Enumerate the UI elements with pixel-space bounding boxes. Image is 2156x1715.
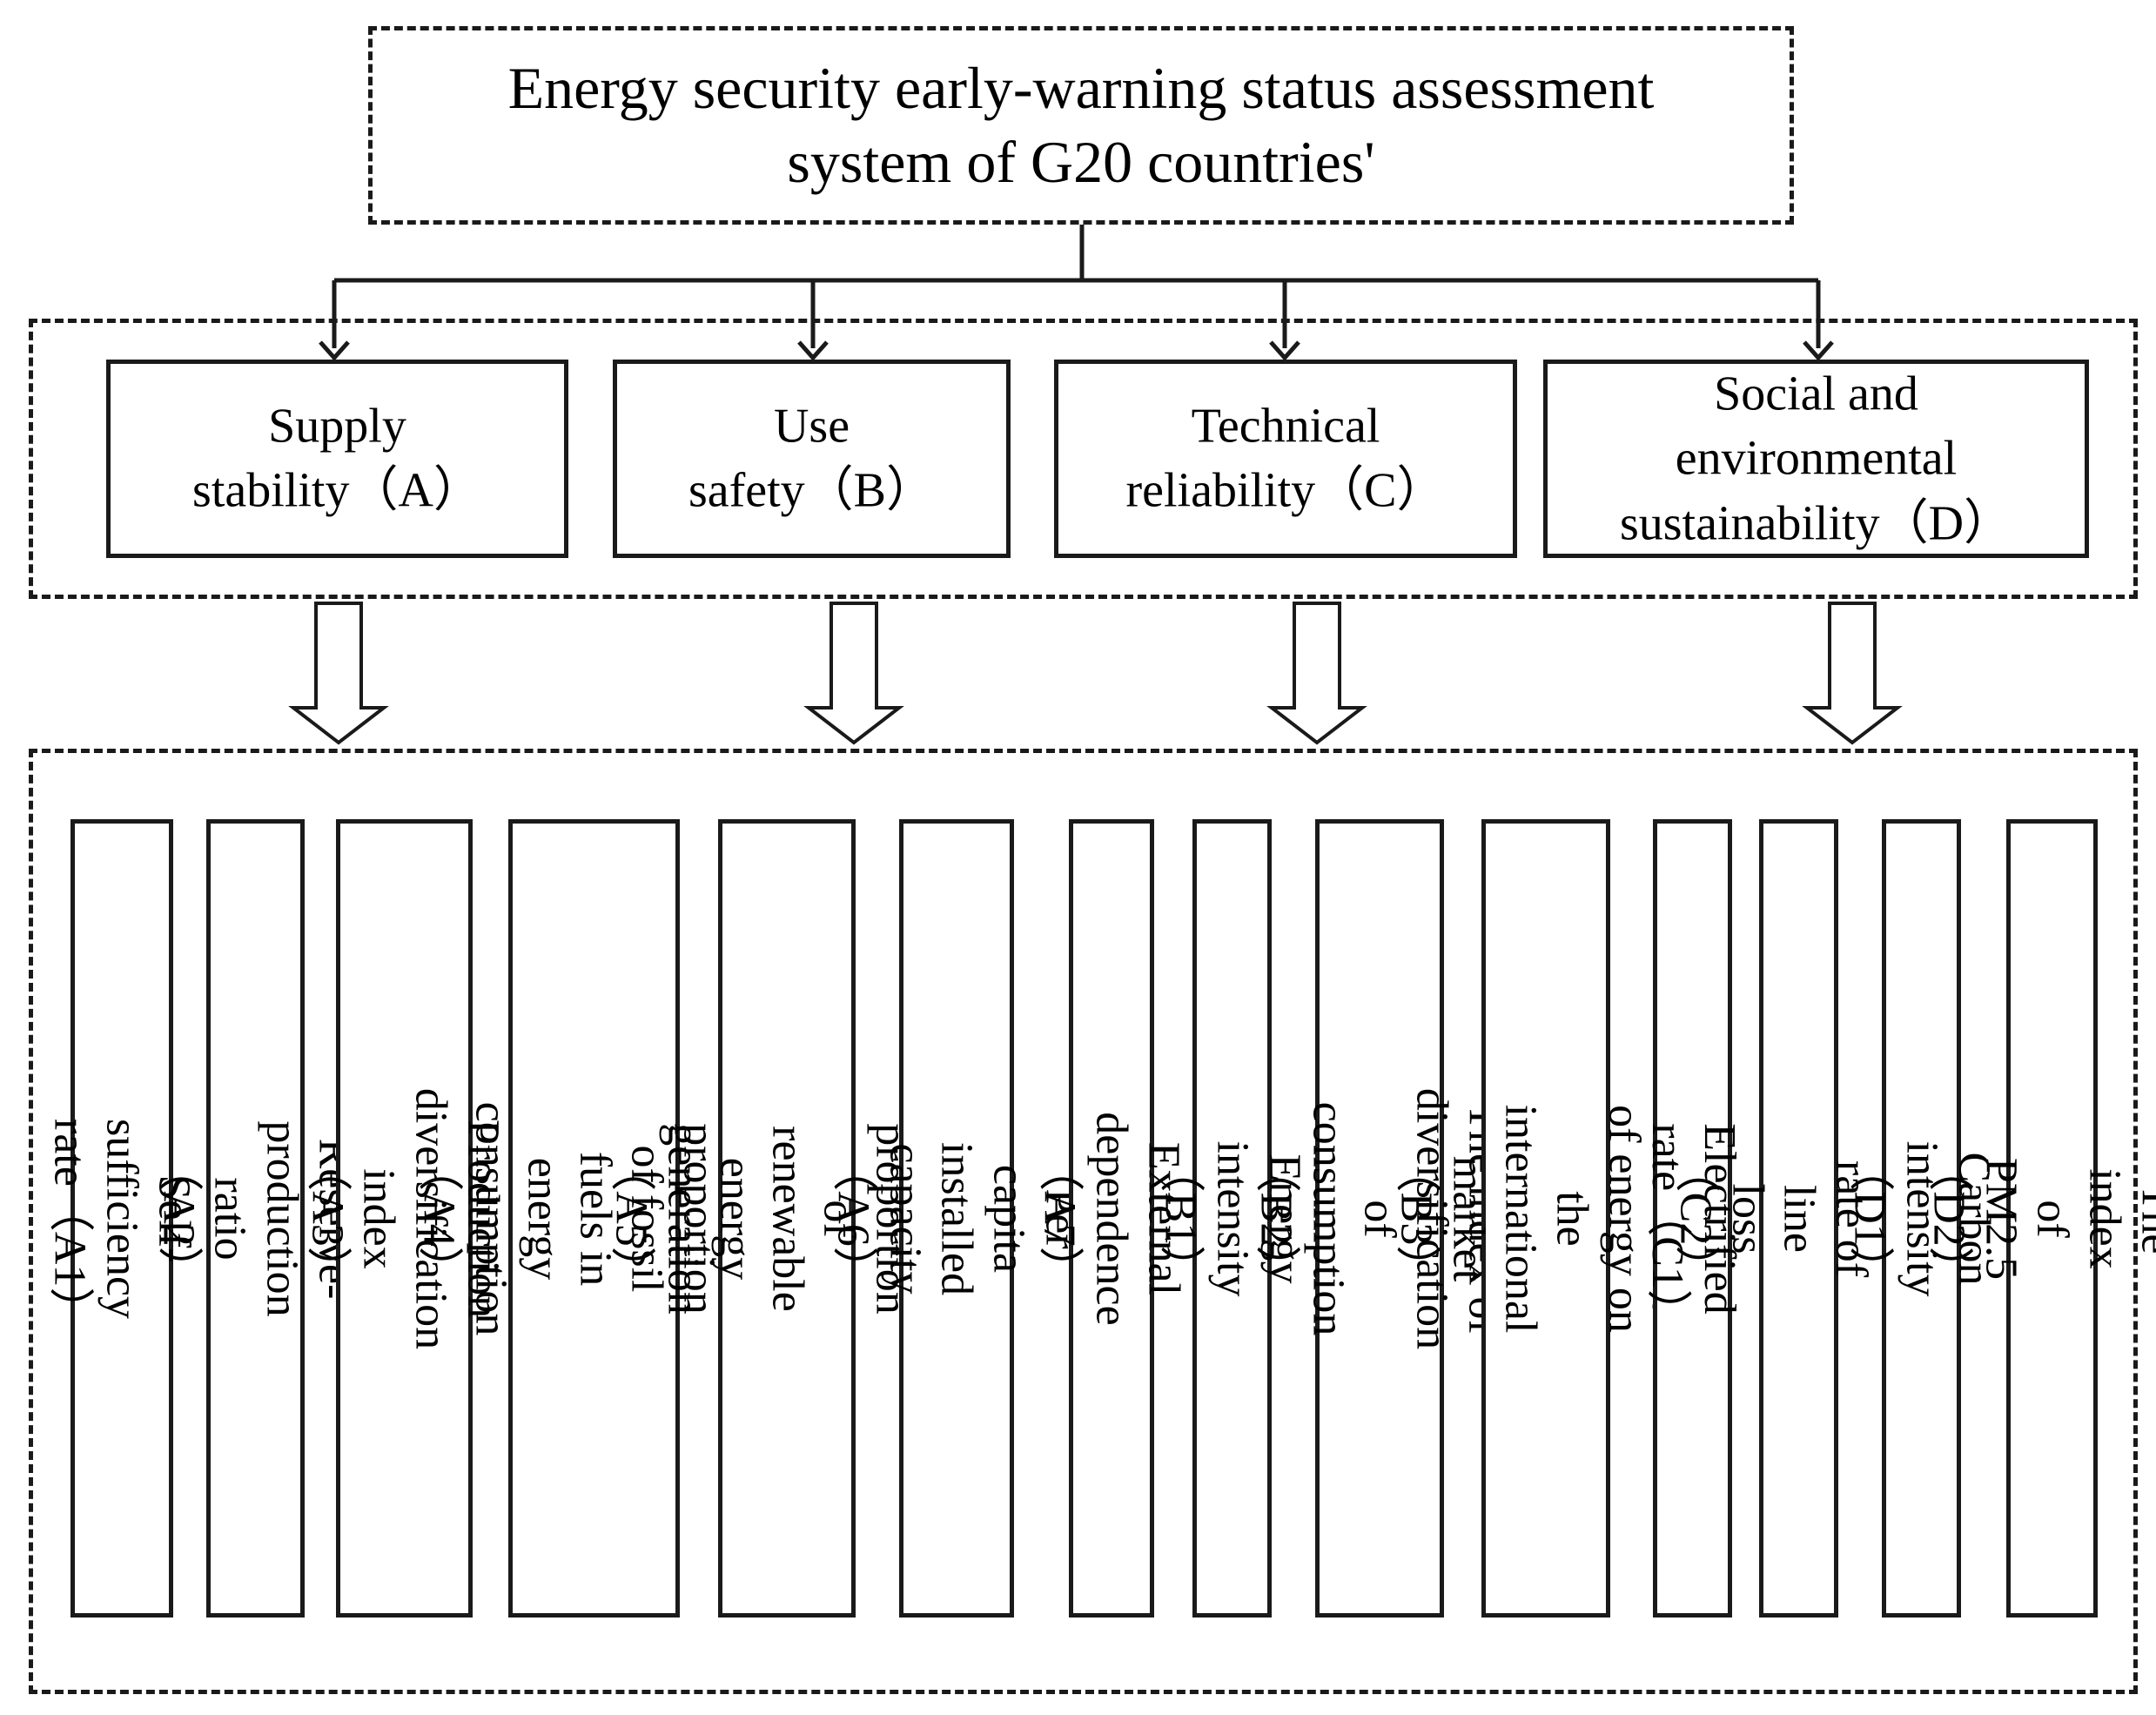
indicator-box-d1: Carbon intensity（D1） (1845, 819, 1998, 1617)
block-arrow-a (288, 602, 389, 745)
arrowhead-a (319, 340, 350, 361)
category-box-a: Supply stability（A） (106, 360, 568, 558)
diagram-title: Energy security early-warning status ass… (507, 55, 1655, 195)
indicator-box-a2: Reserve-production ratio（A2） (153, 819, 359, 1617)
indicator-box-a5: The proportion of renewable energy gener… (607, 819, 968, 1617)
category-box-c: Technical reliability（C） (1054, 360, 1517, 558)
indicator-label-d2: The index of PM2.5（D2） (1923, 1145, 2156, 1292)
indicator-box-d2: The index of PM2.5（D2） (1924, 819, 2156, 1617)
category-label-d: Social and environmental sustainability（… (1619, 367, 2013, 551)
indicator-box-a1: Self-sufficiency rate（A1） (45, 819, 199, 1617)
indicator-box-b2: The index of diversification of consumpt… (1251, 819, 1508, 1617)
indicator-box-c2: The rate of line loss（C2） (1670, 819, 1928, 1617)
arrowhead-c (1269, 340, 1300, 361)
indicator-box-a7: External dependence（A7） (1035, 819, 1189, 1617)
indicator-box-a3: Production diversification index （A3） (302, 819, 507, 1617)
indicator-box-b3: Availability of energy on the internatio… (1391, 819, 1701, 1617)
block-arrow-c (1266, 602, 1367, 745)
indicator-box-c1: Electrified rate（C1） (1642, 819, 1743, 1617)
category-label-b: Use safety（B） (688, 399, 936, 518)
category-label-c: Technical reliability（C） (1125, 399, 1446, 518)
category-box-d: Social and environmental sustainability（… (1543, 360, 2089, 558)
category-box-b: Use safety（B） (613, 360, 1011, 558)
arrowhead-d (1803, 340, 1834, 361)
category-label-a: Supply stability（A） (192, 399, 482, 518)
indicator-box-b1: Energy intensity（B1） (1156, 819, 1309, 1617)
indicator-box-a6: Per capita installed capacity （A6） (828, 819, 1085, 1617)
indicator-group (29, 749, 2138, 1694)
arrowhead-b (797, 340, 829, 361)
block-arrow-b (803, 602, 904, 745)
block-arrow-d (1802, 602, 1903, 745)
indicator-box-a4: The proportion of fossil fuels in energy… (413, 819, 776, 1617)
title-box: Energy security early-warning status ass… (368, 26, 1794, 225)
category-group (29, 319, 2138, 599)
